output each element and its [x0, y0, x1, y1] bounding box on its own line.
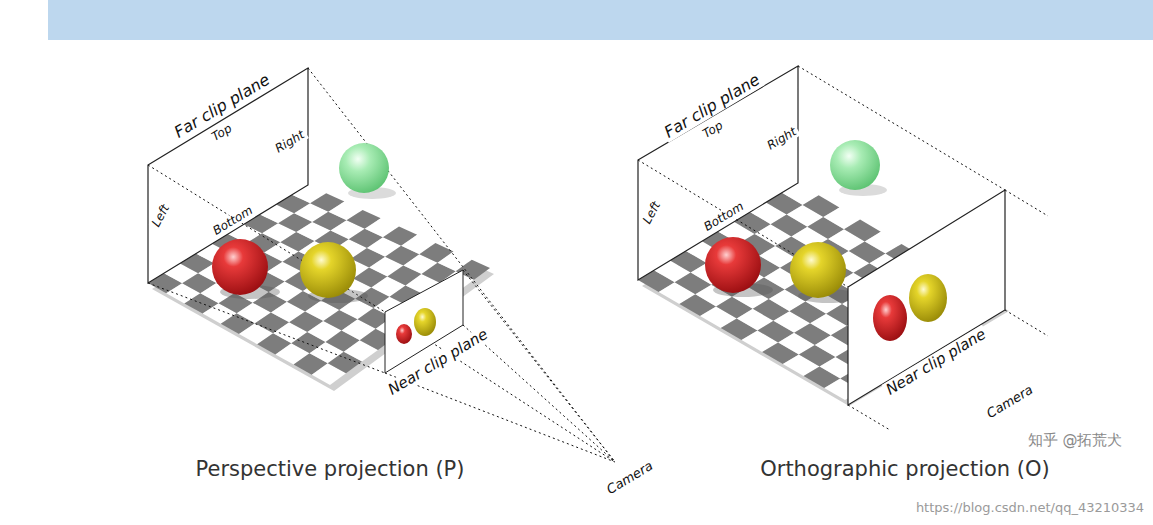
top-band: [48, 0, 1153, 40]
orthographic-box: [638, 66, 1048, 430]
caption: Orthographic projection (O): [758, 458, 1052, 481]
camera-label: Camera: [983, 382, 1038, 423]
edge-label: Right: [763, 124, 800, 154]
watermark: 知乎 @拓荒犬: [1028, 432, 1123, 449]
orthographic-near-plane: [848, 190, 1005, 405]
checkerboard-floors: [148, 183, 1009, 406]
edge-label: Top: [208, 121, 236, 145]
caption: Perspective projection (P): [194, 458, 467, 481]
edge-label: Left: [640, 198, 664, 228]
perspective-frustum: [148, 68, 615, 462]
watermark-url: https://blog.csdn.net/qq_43210334: [916, 501, 1144, 515]
floor-shadow: [642, 189, 1009, 406]
edge-label: Left: [149, 201, 173, 231]
camera-label: Camera: [603, 458, 658, 499]
orthographic-spheres: [705, 140, 887, 303]
edge-label: Right: [271, 127, 308, 157]
